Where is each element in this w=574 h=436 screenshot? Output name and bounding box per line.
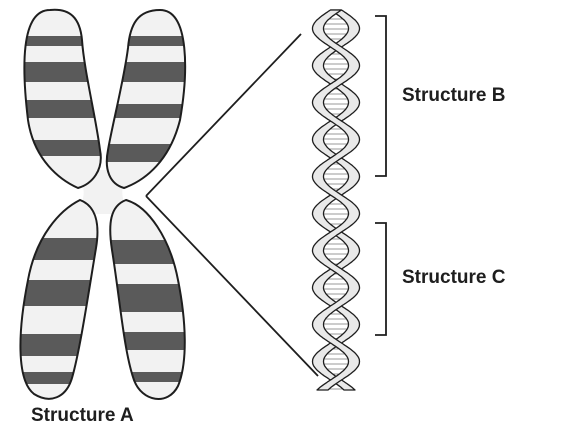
chromosome-band bbox=[20, 280, 98, 306]
bracket-structure-c bbox=[375, 222, 387, 336]
chromosome-band bbox=[106, 36, 186, 46]
chromosome-band bbox=[20, 334, 98, 356]
dna-backbone-strand-2 bbox=[311, 9, 361, 391]
chromosome-band bbox=[24, 36, 101, 46]
chromosome-band bbox=[110, 372, 185, 382]
label-structure-b: Structure B bbox=[402, 85, 506, 106]
zoom-lines bbox=[145, 33, 319, 377]
chromatid-arm-top-right bbox=[105, 8, 187, 190]
chromosome-band bbox=[24, 140, 101, 156]
zoom-line-top bbox=[145, 33, 302, 197]
zoom-line-bottom bbox=[145, 195, 319, 377]
chromosome bbox=[19, 8, 187, 400]
dna-double-helix bbox=[311, 9, 361, 391]
label-structure-a: Structure A bbox=[31, 405, 134, 426]
chromosome-band bbox=[110, 332, 185, 350]
chromosome-band bbox=[24, 62, 101, 82]
label-structure-c: Structure C bbox=[402, 267, 506, 288]
chromosome-band bbox=[110, 284, 185, 312]
bracket-structure-b bbox=[375, 15, 387, 177]
chromosome-band bbox=[106, 62, 186, 82]
chromatid-arm-bottom-right bbox=[109, 198, 186, 400]
chromosome-band bbox=[110, 240, 185, 264]
chromatid-arm-top-left bbox=[23, 8, 102, 190]
dna-backbone-strand-1 bbox=[311, 9, 361, 391]
chromosome-band bbox=[106, 144, 186, 162]
chromosome-band bbox=[106, 104, 186, 118]
chromosome-band bbox=[24, 100, 101, 118]
chromatid-arm-bottom-left bbox=[19, 198, 99, 400]
